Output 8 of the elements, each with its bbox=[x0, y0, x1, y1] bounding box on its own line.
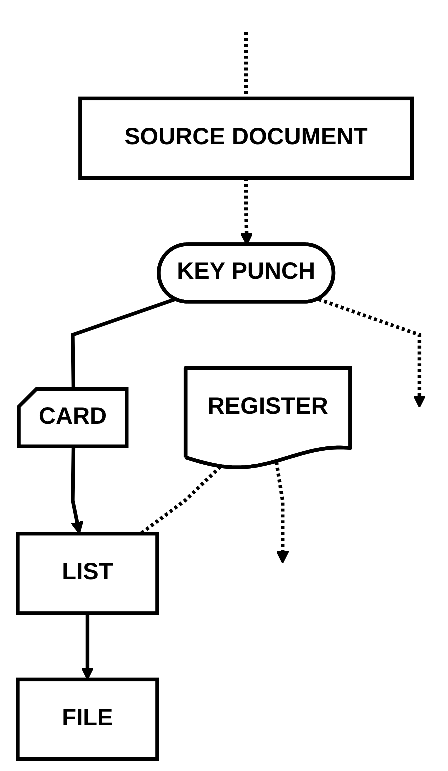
node-box: LIST bbox=[16, 532, 160, 616]
node-box: FILE bbox=[16, 678, 160, 762]
connector bbox=[71, 298, 176, 390]
arrow bbox=[318, 298, 426, 408]
arrow bbox=[70, 447, 84, 534]
arrow bbox=[274, 462, 290, 564]
arrow bbox=[81, 613, 94, 680]
node-box: SOURCE DOCUMENT bbox=[78, 96, 414, 180]
